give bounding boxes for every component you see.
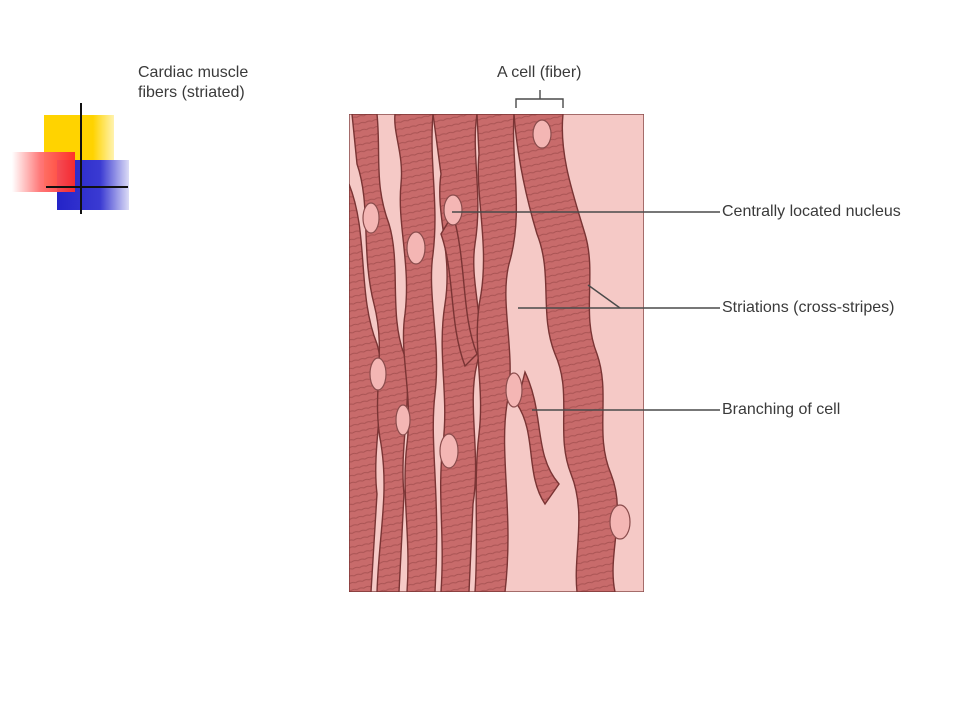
striations-leader-2 xyxy=(587,284,621,309)
fiber-6-branch xyxy=(516,369,560,506)
caption-line-1: Cardiac muscle xyxy=(138,64,249,81)
fiber-left-edge xyxy=(349,183,382,592)
figure-caption: Cardiac muscle fibers (striated) xyxy=(138,63,248,103)
fiber-7-branch xyxy=(440,212,478,368)
nucleus-5 xyxy=(369,357,387,391)
branching-label: Branching of cell xyxy=(722,401,841,418)
cell-fiber-label: A cell (fiber) xyxy=(497,64,582,81)
cardiac-tissue-illustration xyxy=(349,114,644,592)
nucleus-2 xyxy=(362,202,380,234)
deco-red-square xyxy=(12,152,75,192)
nucleus-1 xyxy=(532,119,552,149)
fiber-2 xyxy=(394,114,438,592)
fiber-4 xyxy=(474,114,518,592)
corner-decoration xyxy=(12,103,129,214)
fiber-5 xyxy=(513,114,619,592)
fiber-1 xyxy=(351,114,409,592)
nucleus-label: Centrally located nucleus xyxy=(722,203,901,220)
nucleus-7 xyxy=(505,372,523,408)
muscle-fibers xyxy=(349,114,619,592)
cell-bracket xyxy=(515,90,564,108)
striations-label: Striations (cross-stripes) xyxy=(722,299,895,316)
caption-line-2: fibers (striated) xyxy=(138,84,245,101)
nucleus-3 xyxy=(443,194,463,226)
nuclei xyxy=(362,119,631,540)
nucleus-9 xyxy=(609,504,631,540)
nucleus-4 xyxy=(406,231,426,265)
nucleus-6 xyxy=(395,404,411,436)
nucleus-8 xyxy=(439,433,459,469)
